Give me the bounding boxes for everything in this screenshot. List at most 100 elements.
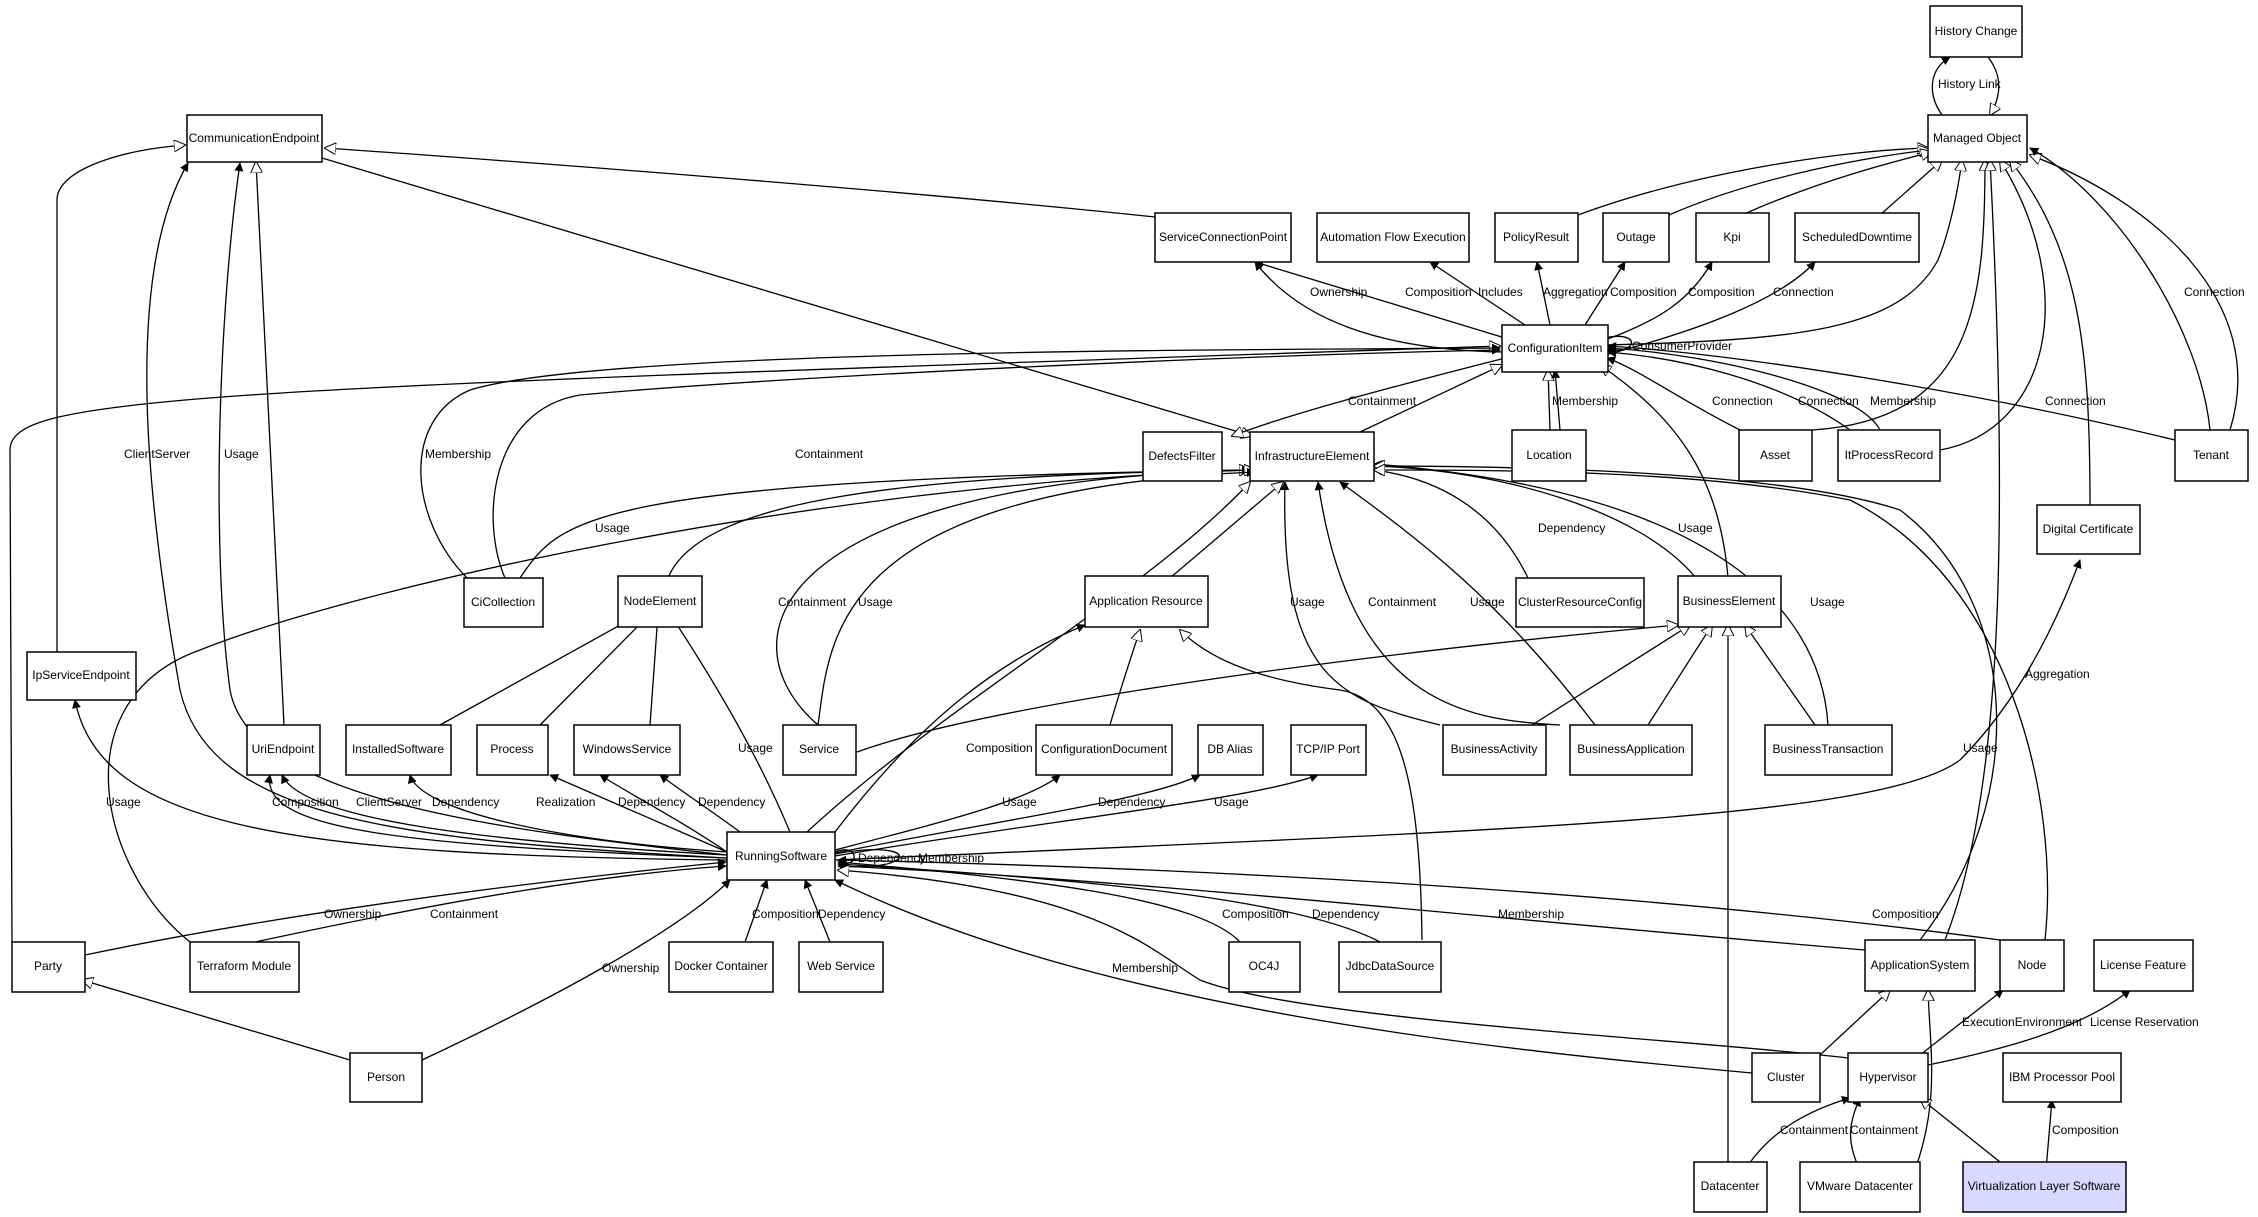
label-containment-cicoll: Containment <box>795 447 864 461</box>
node-cluster-resource-config[interactable]: ClusterResourceConfig <box>1515 577 1645 628</box>
node-license-feature[interactable]: License Feature <box>2093 939 2194 992</box>
node-digital-certificate[interactable]: Digital Certificate <box>2036 504 2141 555</box>
edge-rs-composition-uri <box>264 774 728 859</box>
label-usage-ipse: Usage <box>106 795 141 809</box>
node-outage[interactable]: Outage <box>1602 212 1670 263</box>
node-node[interactable]: Node <box>1999 939 2065 992</box>
svg-text:IBM Processor Pool: IBM Processor Pool <box>2009 1070 2115 1084</box>
label-usage-service: Usage <box>858 595 893 609</box>
edge-containment-infra <box>1232 357 1506 436</box>
label-membership-location: Membership <box>1552 394 1618 408</box>
node-asset[interactable]: Asset <box>1738 429 1813 482</box>
node-installed-software[interactable]: InstalledSoftware <box>345 724 452 776</box>
edge-terraform-usage-infra <box>107 465 1251 943</box>
svg-text:Virtualization Layer Software: Virtualization Layer Software <box>1968 1179 2121 1193</box>
label-usage-rs-node-element: Usage <box>738 741 773 755</box>
node-policy-result[interactable]: PolicyResult <box>1494 212 1579 263</box>
node-configuration-item[interactable]: ConfigurationItem <box>1501 324 1609 373</box>
node-jdbc-data-source[interactable]: JdbcDataSource <box>1338 941 1442 993</box>
node-oc4j[interactable]: OC4J <box>1228 941 1301 993</box>
edge-configdoc-inherits-appres <box>1109 630 1140 726</box>
edge-businesselement-inherits-ci <box>1600 365 1729 579</box>
label-consumer-provider: ConsumerProvider <box>1632 339 1732 353</box>
node-ci-collection[interactable]: CiCollection <box>463 577 544 628</box>
node-application-system[interactable]: ApplicationSystem <box>1864 939 1976 992</box>
node-party[interactable]: Party <box>11 941 86 993</box>
node-hypervisor[interactable]: Hypervisor <box>1847 1052 1929 1103</box>
label-dependency-db-alias: Dependency <box>1098 795 1165 809</box>
edge-composition-outage <box>1584 261 1626 326</box>
label-ownership-party: Ownership <box>324 907 382 921</box>
node-kpi[interactable]: Kpi <box>1695 212 1770 263</box>
edge-service-inherits-be <box>856 625 1678 753</box>
label-composition-ibm: Composition <box>2052 1123 2119 1137</box>
edge-history-change-inherits-managed-object <box>1987 56 1999 115</box>
node-web-service[interactable]: Web Service <box>798 941 884 993</box>
edge-application-resource-inherits-infra <box>1169 482 1283 579</box>
node-location[interactable]: Location <box>1511 429 1587 482</box>
edge-asset-connection <box>1606 356 1741 431</box>
node-virtualization-layer-software[interactable]: Virtualization Layer Software <box>1962 1161 2127 1213</box>
node-running-software[interactable]: RunningSoftware <box>726 831 836 881</box>
node-docker-container[interactable]: Docker Container <box>668 941 774 993</box>
edge-digital-certificate-inherits <box>2010 160 2091 506</box>
svg-text:Asset: Asset <box>1760 448 1791 462</box>
node-process[interactable]: Process <box>476 724 549 776</box>
edge-installedsoftware-inherits <box>439 614 640 726</box>
node-service[interactable]: Service <box>782 724 857 776</box>
node-person[interactable]: Person <box>349 1052 423 1103</box>
node-tcpip-port[interactable]: TCP/IP Port <box>1290 724 1367 776</box>
edge-party-ownership-rs <box>84 858 727 956</box>
node-windows-service[interactable]: WindowsService <box>573 724 681 776</box>
node-it-process-record[interactable]: ItProcessRecord <box>1837 429 1941 482</box>
node-scheduled-downtime[interactable]: ScheduledDowntime <box>1794 212 1920 263</box>
node-node-element[interactable]: NodeElement <box>617 575 703 628</box>
edge-service-containment-infra <box>776 470 1255 726</box>
svg-text:ConfigurationDocument: ConfigurationDocument <box>1041 742 1168 756</box>
node-configuration-document[interactable]: ConfigurationDocument <box>1035 724 1173 776</box>
node-cluster[interactable]: Cluster <box>1751 1052 1821 1103</box>
edge-virtualization-inherits-hypervisor <box>1920 1098 2011 1171</box>
node-business-element[interactable]: BusinessElement <box>1677 575 1782 628</box>
label-dependency-self: Dependency <box>858 851 925 865</box>
edge-rs-dependency-process <box>599 774 728 853</box>
node-defects-filter[interactable]: DefectsFilter <box>1142 431 1223 482</box>
svg-text:Outage: Outage <box>1616 230 1656 244</box>
node-service-connection-point[interactable]: ServiceConnectionPoint <box>1154 212 1292 263</box>
edge-rs-dependency-installed <box>407 774 728 853</box>
node-uri-endpoint[interactable]: UriEndpoint <box>246 724 321 776</box>
node-automation-flow-execution[interactable]: Automation Flow Execution <box>1316 212 1470 263</box>
svg-text:Person: Person <box>367 1070 405 1084</box>
node-business-activity[interactable]: BusinessActivity <box>1442 724 1547 776</box>
label-containment-service: Containment <box>778 595 847 609</box>
edge-configurationitem-inherits <box>1604 160 1962 346</box>
node-db-alias[interactable]: DB Alias <box>1197 724 1264 776</box>
node-business-transaction[interactable]: BusinessTransaction <box>1764 724 1893 776</box>
edge-crc-dependency-infra <box>1373 466 1529 579</box>
node-vmware-datacenter[interactable]: VMware Datacenter <box>1799 1161 1921 1213</box>
label-usage-config-doc: Usage <box>1002 795 1037 809</box>
node-history-change[interactable]: History Change <box>1929 5 2023 58</box>
svg-text:Automation Flow Execution: Automation Flow Execution <box>1320 230 1465 244</box>
node-application-resource[interactable]: Application Resource <box>1084 575 1209 628</box>
node-communication-endpoint[interactable]: CommunicationEndpoint <box>186 114 323 163</box>
node-tenant[interactable]: Tenant <box>2174 429 2249 482</box>
label-connection-sched: Connection <box>1773 285 1834 299</box>
node-business-application[interactable]: BusinessApplication <box>1569 724 1693 776</box>
svg-text:ClusterResourceConfig: ClusterResourceConfig <box>1518 595 1642 609</box>
svg-text:DB Alias: DB Alias <box>1207 742 1252 756</box>
node-ibm-processor-pool[interactable]: IBM Processor Pool <box>2002 1052 2122 1103</box>
node-ip-service-endpoint[interactable]: IpServiceEndpoint <box>26 651 137 701</box>
svg-text:Datacenter: Datacenter <box>1701 1179 1760 1193</box>
node-infrastructure-element[interactable]: InfrastructureElement <box>1249 431 1375 482</box>
node-datacenter[interactable]: Datacenter <box>1693 1161 1768 1213</box>
label-ownership-person: Ownership <box>602 961 660 975</box>
node-terraform-module[interactable]: Terraform Module <box>189 941 300 993</box>
edge-appsys-membership-rs <box>837 861 1866 951</box>
edge-uriendpoint-inherits <box>256 162 285 726</box>
label-aggregation-policy: Aggregation <box>1543 285 1608 299</box>
node-managed-object[interactable]: Managed Object <box>1927 114 2028 163</box>
svg-text:NodeElement: NodeElement <box>624 594 697 608</box>
label-usage-cicoll: Usage <box>595 521 630 535</box>
